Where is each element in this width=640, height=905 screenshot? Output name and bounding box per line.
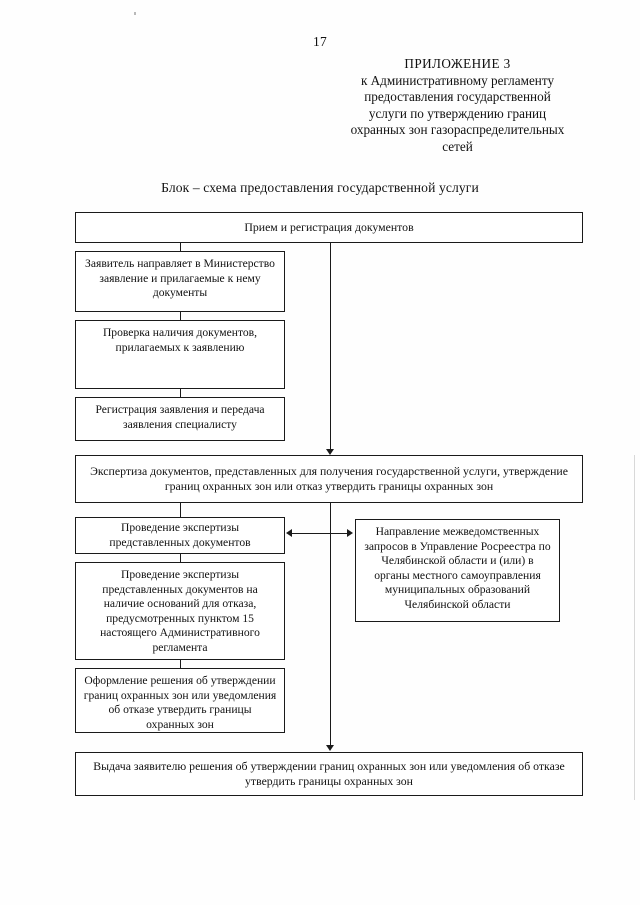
- arrowhead-into-expertise: [326, 449, 334, 455]
- connector-applicant-to-check: [180, 312, 182, 320]
- appendix-line-5: охранных зон газораспределительных: [350, 122, 565, 138]
- flow-node-register-application: Регистрация заявления и передача заявлен…: [75, 397, 285, 441]
- connector-expertise-to-issue: [330, 503, 332, 748]
- connector-expertise-to-conduct: [180, 503, 182, 517]
- flow-node-interagency-requests: Направление межведомственных запросов в …: [355, 519, 560, 622]
- flow-node-intake: Прием и регистрация документов: [75, 212, 583, 243]
- arrowhead-into-issue-decision: [326, 745, 334, 751]
- appendix-line-3: предоставления государственной: [364, 89, 551, 105]
- flow-node-applicant-submits: Заявитель направляет в Министерство заяв…: [75, 251, 285, 312]
- connector-refusal-to-decision: [180, 660, 182, 668]
- arrowhead-left-interagency: [286, 529, 292, 537]
- page-number: 17: [312, 34, 328, 49]
- appendix-line-2: к Административному регламенту: [360, 72, 555, 88]
- appendix-reference: ПРИЛОЖЕНИЕ 3 к Административному регламе…: [330, 56, 585, 156]
- flow-node-refusal-grounds: Проведение экспертизы представленных док…: [75, 562, 285, 660]
- appendix-title: ПРИЛОЖЕНИЕ 3: [404, 56, 511, 71]
- connector-intake-to-applicant: [180, 243, 182, 251]
- appendix-line-6: сетей: [442, 138, 473, 154]
- connector-intake-to-expertise: [330, 243, 332, 452]
- flow-node-conduct-expertise: Проведение экспертизы представленных док…: [75, 517, 285, 554]
- appendix-line-4: услуги по утверждению границ: [368, 105, 547, 121]
- flow-node-issue-decision: Выдача заявителю решения об утверждении …: [75, 752, 583, 796]
- flow-node-check-documents: Проверка наличия документов, прилагаемых…: [75, 320, 285, 389]
- connector-check-to-register: [180, 389, 182, 397]
- scan-line-artifact: [634, 455, 635, 800]
- flow-node-decision-drafting: Оформление решения об утверждении границ…: [75, 668, 285, 733]
- arrowhead-right-interagency: [347, 529, 353, 537]
- connector-conduct-to-refusal-grounds: [180, 554, 182, 562]
- scheme-title: Блок – схема предоставления государствен…: [161, 180, 479, 195]
- scan-speck-artifact: [134, 12, 136, 15]
- connector-conduct-to-interagency: [292, 533, 350, 535]
- flow-node-expertise: Экспертиза документов, представленных дл…: [75, 455, 583, 503]
